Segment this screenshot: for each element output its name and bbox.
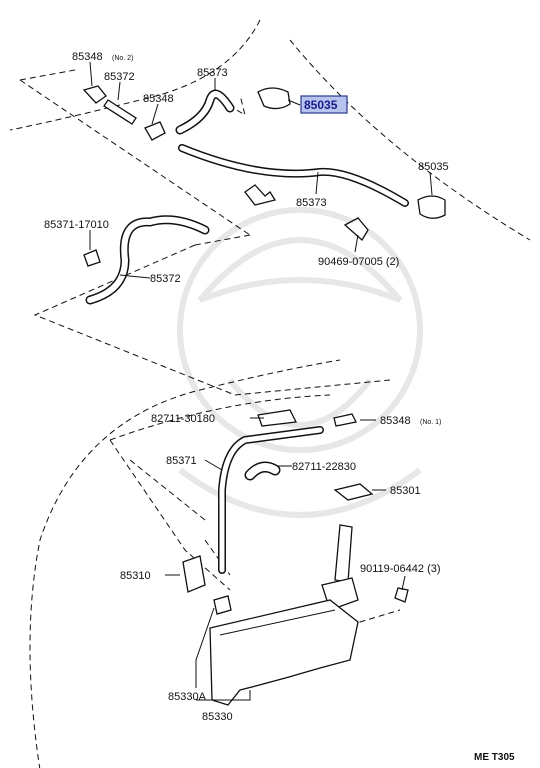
tank-filler-neck xyxy=(334,524,353,583)
label-85371[interactable]: 85371 xyxy=(166,455,197,467)
watermark-emblem xyxy=(177,207,423,518)
label-85371-17010[interactable]: 85371-17010 xyxy=(44,219,109,231)
joint-85348-no1 xyxy=(333,413,357,427)
joint-85348-no2 xyxy=(82,85,107,104)
label-85348-no2-note: (No. 2) xyxy=(112,55,133,62)
label-85348-no1-note: (No. 1) xyxy=(420,419,441,426)
label-85348-mid[interactable]: 85348 xyxy=(143,93,174,105)
label-85373-mid[interactable]: 85373 xyxy=(296,197,327,209)
label-90119-06442[interactable]: 90119-06442 (3) xyxy=(360,563,441,575)
clip-82711-22830 xyxy=(246,462,279,479)
grouping-boxes xyxy=(19,69,401,626)
vehicle-body-outline xyxy=(9,19,531,768)
label-85372-left[interactable]: 85372 xyxy=(150,273,181,285)
highlight-box-85035 xyxy=(300,95,348,114)
label-85035-highlight[interactable]: 85035 xyxy=(304,98,338,112)
hose-85372-top xyxy=(103,99,137,125)
label-85372-top[interactable]: 85372 xyxy=(104,71,135,83)
label-82711-30180[interactable]: 82711-30180 xyxy=(151,413,215,425)
clamp-mid xyxy=(244,184,277,206)
label-90469-07005[interactable]: 90469-07005 (2) xyxy=(318,256,399,268)
hose-85371 xyxy=(219,427,323,573)
label-85348-no1[interactable]: 85348 xyxy=(380,415,411,427)
label-82711-22830[interactable]: 82711-22830 xyxy=(292,461,356,473)
figure-code: ME T305 xyxy=(474,752,515,763)
clip-85371-17010 xyxy=(83,249,101,267)
label-85330A[interactable]: 85330A xyxy=(168,691,207,703)
motor-85310 xyxy=(182,555,206,593)
washer-tank xyxy=(209,524,359,706)
label-85310[interactable]: 85310 xyxy=(120,570,151,582)
leader-lines xyxy=(89,61,433,701)
gasket-85301 xyxy=(333,483,374,501)
hose-85373-main xyxy=(179,145,408,206)
hoses xyxy=(85,89,409,574)
label-85373-top[interactable]: 85373 xyxy=(197,67,228,79)
small-parts xyxy=(82,85,446,615)
hose-85373-top xyxy=(177,91,233,133)
clamp-90469 xyxy=(343,217,369,242)
bolt-90119 xyxy=(394,587,409,603)
grommet-82711-30180 xyxy=(257,409,297,427)
label-85301[interactable]: 85301 xyxy=(390,485,421,497)
grommet-85330A xyxy=(213,595,232,615)
nozzle-85035-top xyxy=(257,87,291,110)
label-85348-no2[interactable]: 85348 xyxy=(72,51,103,63)
joint-85348-mid xyxy=(144,121,166,141)
nozzle-85035-right xyxy=(417,195,446,219)
tank-body xyxy=(209,599,359,706)
label-85035-right[interactable]: 85035 xyxy=(418,161,449,173)
hose-85372-left xyxy=(87,216,208,303)
label-85330[interactable]: 85330 xyxy=(202,711,233,723)
